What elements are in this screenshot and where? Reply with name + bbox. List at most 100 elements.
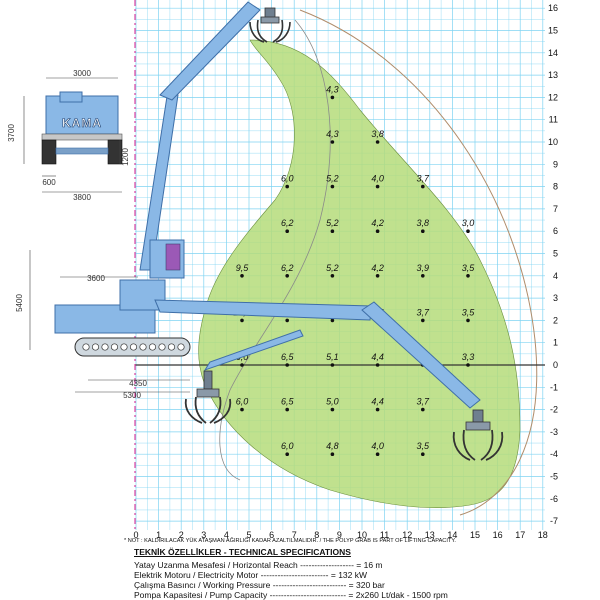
capacity-label: 4,2 [371, 263, 384, 273]
capacity-label: 6,2 [281, 263, 294, 273]
capacity-label: 4,2 [371, 218, 384, 228]
y-tick-label: 8 [553, 182, 558, 192]
capacity-label: 3,8 [417, 218, 430, 228]
machine-upper-position [139, 1, 291, 271]
y-tick-label: 5 [553, 249, 558, 259]
y-tick-label: 15 [548, 26, 558, 36]
capacity-label: 5,2 [326, 263, 339, 273]
x-tick-label: 14 [447, 530, 457, 540]
y-tick-label: -5 [550, 472, 558, 482]
track-roller [177, 343, 185, 351]
track-roller [158, 343, 166, 351]
x-tick-label: 9 [337, 530, 342, 540]
x-tick-label: 15 [470, 530, 480, 540]
reach-envelope-outer [299, 9, 538, 516]
dim-tail-radius: 3600 [87, 274, 105, 283]
right-grab [452, 409, 504, 461]
capacity-point [240, 274, 244, 278]
y-tick-label: 1 [553, 338, 558, 348]
track-roller [129, 343, 138, 351]
y-tick-label: -1 [550, 382, 558, 392]
y-tick-label: 6 [553, 226, 558, 236]
x-tick-label: 12 [402, 530, 412, 540]
dim-base-width: 3800 [73, 193, 91, 202]
y-tick-label: 4 [553, 271, 558, 281]
y-tick-label: 0 [553, 360, 558, 370]
upper-stick [159, 1, 261, 101]
capacity-point [421, 229, 425, 233]
y-tick-label: 11 [549, 115, 558, 125]
track-roller [110, 343, 119, 351]
y-tick-label: -4 [550, 449, 558, 459]
capacity-point [375, 140, 380, 144]
y-tick-label: 3 [553, 293, 558, 303]
capacity-point [421, 452, 425, 457]
x-tick-label: 0 [133, 530, 138, 540]
x-tick-label: 5 [246, 530, 251, 540]
capacity-point [421, 318, 425, 323]
capacity-label: 4,3 [326, 129, 339, 139]
x-tick-label: 7 [292, 530, 297, 540]
capacity-label: 5,2 [326, 174, 339, 184]
track-roller [91, 343, 100, 351]
capacity-label: 6,5 [281, 352, 295, 362]
track-roller [167, 343, 176, 351]
capacity-point [285, 363, 290, 367]
capacity-point [375, 407, 380, 412]
dim-cab-height: 3700 [7, 124, 16, 142]
capacity-label: 3,7 [417, 307, 431, 317]
machine-low-position [184, 329, 304, 424]
capacity-label: 3,9 [417, 263, 430, 273]
technical-specifications: TEKNİK ÖZELLİKLER - TECHNICAL SPECIFICAT… [134, 547, 594, 600]
capacity-label: 3,7 [417, 174, 431, 184]
capacity-point [285, 318, 290, 323]
x-tick-label: 16 [493, 530, 503, 540]
y-tick-label: 14 [548, 48, 558, 58]
capacity-label: 3,5 [417, 441, 431, 451]
capacity-label: 3,7 [417, 397, 431, 407]
capacity-label: 5,0 [326, 397, 339, 407]
x-tick-label: 3 [201, 530, 206, 540]
reach-envelope-inner [219, 19, 331, 481]
dim-top-width: 3000 [73, 69, 91, 78]
low-boom [203, 329, 304, 371]
y-tick-label: -3 [550, 427, 558, 437]
y-tick-label: -7 [550, 516, 558, 526]
x-tick-label: 17 [515, 530, 525, 540]
working-range-zone [198, 39, 521, 509]
x-tick-label: 6 [269, 530, 274, 540]
machine-base [54, 239, 191, 357]
capacity-point [375, 274, 380, 278]
y-tick-label: 9 [553, 159, 558, 169]
capacity-label: 4,0 [371, 174, 384, 184]
upper-grab [249, 7, 291, 43]
upper-boom [139, 89, 179, 271]
track-roller [120, 343, 128, 351]
capacity-label: 6,0 [281, 441, 294, 451]
y-tick-label: 10 [548, 137, 558, 147]
left-grab [184, 370, 232, 424]
y-tick-label: 2 [553, 315, 558, 325]
track-roller [82, 343, 90, 351]
capacity-label: 4,8 [326, 441, 339, 451]
capacity-point [375, 363, 380, 367]
capacity-point [240, 407, 244, 412]
capacity-point [375, 229, 380, 233]
x-tick-label: 8 [314, 530, 319, 540]
brand-logo: KAMA [62, 116, 102, 130]
capacity-point [330, 407, 335, 412]
dim-track: 600 [42, 178, 56, 187]
y-tick-label: 13 [548, 70, 558, 80]
capacity-point [330, 318, 335, 323]
cab-window [165, 243, 181, 271]
y-tick-label: 12 [548, 92, 558, 102]
lifting-note: * NOT : KALDIRILACAK YÜK ATAŞMAN AĞIRLIĞ… [124, 538, 456, 544]
horizontal-boom [154, 299, 373, 321]
capacity-point [466, 229, 470, 233]
dim-height-5400: 5400 [15, 294, 24, 312]
capacity-point [285, 452, 290, 457]
spec-working-pressure: Çalışma Basıncı / Working Pressure -----… [134, 580, 385, 590]
capacity-label: 6,0 [236, 397, 249, 407]
